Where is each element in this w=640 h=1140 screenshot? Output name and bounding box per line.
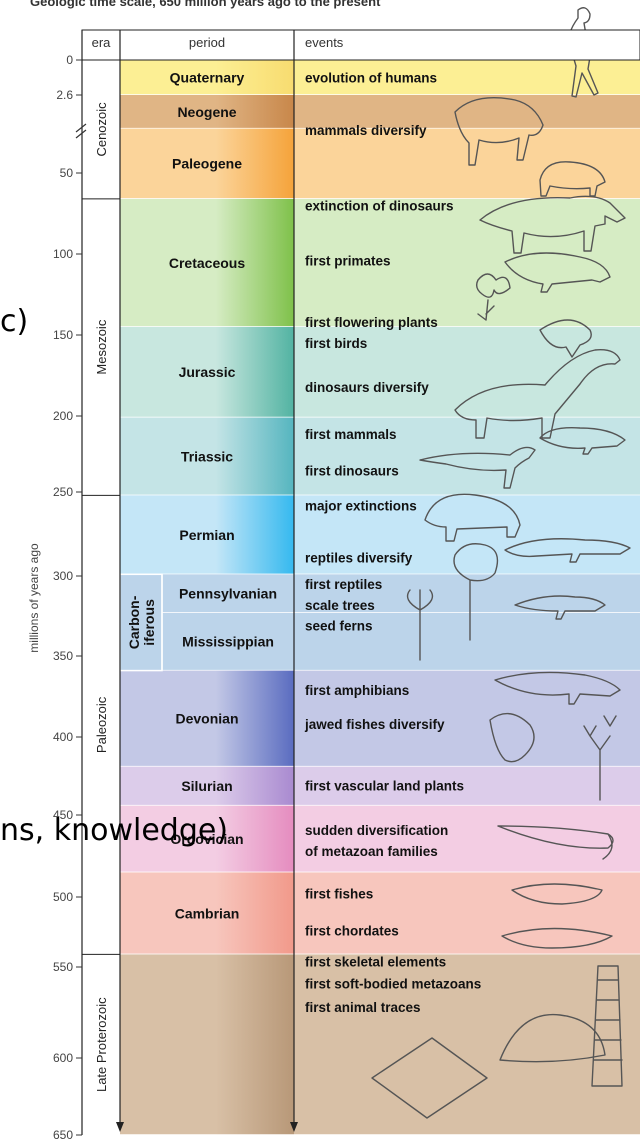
era-label: Paleozoic: [94, 696, 109, 753]
event-label: first soft-bodied metazoans: [305, 976, 481, 991]
event-label: first skeletal elements: [305, 954, 446, 969]
period-label: Pennsylvanian: [179, 586, 277, 602]
events-band: [294, 806, 640, 873]
event-label: seed ferns: [305, 619, 373, 634]
tick-label: 400: [53, 730, 73, 744]
event-label: first reptiles: [305, 577, 382, 592]
period-label: Cambrian: [175, 905, 240, 921]
event-label: first mammals: [305, 427, 397, 442]
period-label: Paleogene: [172, 156, 242, 172]
era-label: Cenozoic: [94, 102, 109, 157]
event-label: first vascular land plants: [305, 778, 464, 793]
event-label: sudden diversification: [305, 823, 448, 838]
event-label: scale trees: [305, 598, 375, 613]
event-label: first flowering plants: [305, 315, 438, 330]
header-events: events: [305, 35, 344, 50]
tick-label: 2.6: [56, 88, 73, 102]
period-label: Silurian: [181, 778, 232, 794]
event-label: major extinctions: [305, 498, 417, 513]
event-label: dinosaurs diversify: [305, 380, 429, 395]
period-label: Permian: [179, 527, 234, 543]
tick-label: 200: [53, 409, 73, 423]
tick-label: 350: [53, 649, 73, 663]
tick-label: 600: [53, 1051, 73, 1065]
event-label: of metazoan families: [305, 844, 438, 859]
era-label: Mesozoic: [94, 319, 109, 374]
header-era: era: [92, 35, 112, 50]
event-label: first fishes: [305, 887, 373, 902]
event-label: extinction of dinosaurs: [305, 198, 454, 213]
header-period: period: [189, 35, 225, 50]
tick-label: 550: [53, 960, 73, 974]
event-label: first animal traces: [305, 1000, 421, 1015]
tick-label: 300: [53, 569, 73, 583]
overlay-text-line2: ns, knowledge): [0, 816, 228, 846]
event-label: first primates: [305, 253, 391, 268]
period-label: Jurassic: [179, 364, 236, 380]
axis-break: [76, 124, 86, 138]
events-band: [294, 872, 640, 954]
period-band: [120, 954, 294, 1135]
event-label: first chordates: [305, 924, 399, 939]
period-label: Mississippian: [182, 634, 274, 650]
period-label: Triassic: [181, 448, 233, 464]
event-label: first amphibians: [305, 683, 409, 698]
event-label: reptiles diversify: [305, 551, 413, 566]
carboniferous-label: Carbon-iferous: [126, 595, 157, 649]
tick-label: 100: [53, 247, 73, 261]
period-label: Quaternary: [170, 70, 245, 86]
event-label: evolution of humans: [305, 71, 437, 86]
event-label: first dinosaurs: [305, 464, 399, 479]
y-axis-label: millions of years ago: [27, 543, 41, 653]
tick-label: 500: [53, 890, 73, 904]
tick-label: 0: [66, 53, 73, 67]
event-label: jawed fishes diversify: [304, 717, 445, 732]
tick-label: 150: [53, 328, 73, 342]
era-label: Late Proterozoic: [94, 997, 109, 1092]
period-label: Cretaceous: [169, 255, 245, 271]
tick-label: 50: [60, 166, 74, 180]
y-axis-ticks: 02.6501001502002503003504004505005506006…: [53, 53, 86, 1140]
tick-label: 250: [53, 485, 73, 499]
period-label: Devonian: [175, 711, 238, 727]
chart-title: Geologic time scale, 650 million years a…: [30, 0, 381, 9]
header-row: [82, 30, 640, 60]
tick-label: 650: [53, 1128, 73, 1140]
period-label: Neogene: [177, 104, 236, 120]
overlay-text-line1: c): [0, 307, 28, 337]
event-label: first birds: [305, 336, 367, 351]
event-label: mammals diversify: [305, 123, 427, 138]
